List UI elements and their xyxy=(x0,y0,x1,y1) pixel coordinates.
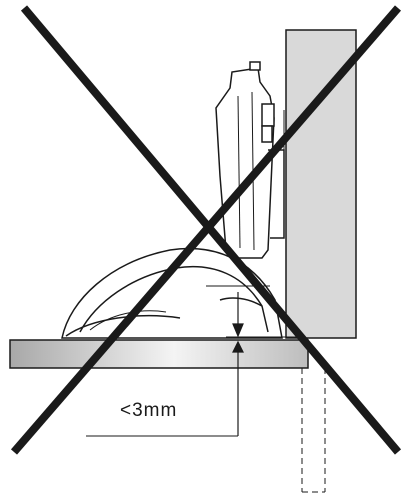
gap-dimension xyxy=(86,292,304,437)
gap-label: <3mm xyxy=(120,400,178,421)
x-cross-icon xyxy=(10,5,402,455)
monitor-body xyxy=(215,61,285,259)
table-leg xyxy=(301,368,326,493)
monitor-stand xyxy=(61,247,283,339)
tabletop xyxy=(9,339,309,369)
wall xyxy=(285,29,357,339)
